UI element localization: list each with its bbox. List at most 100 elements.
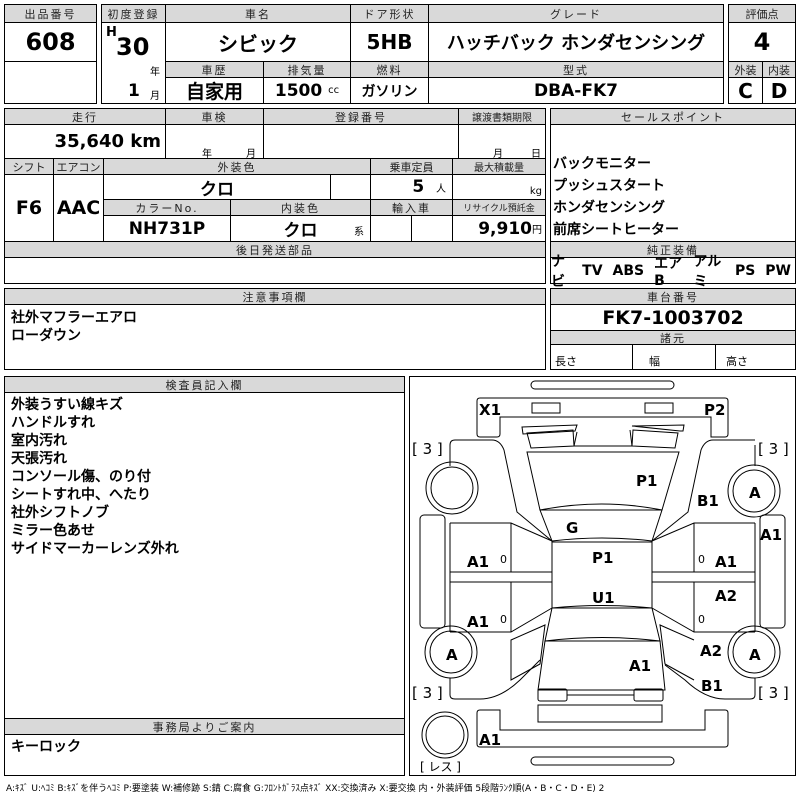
fuel-label: 燃料 — [350, 61, 429, 78]
capacity: 5 — [412, 177, 425, 197]
length-label: 長さ — [555, 355, 577, 368]
later-parts-cell — [4, 257, 546, 284]
door-label: ドア形状 — [350, 4, 429, 23]
transfer-label: 譲渡書類期限 — [458, 108, 546, 125]
right-doors — [651, 522, 756, 633]
displacement-label: 排気量 — [263, 61, 351, 78]
inspection-label: 車検 — [165, 108, 264, 125]
mileage: 35,640 km — [4, 124, 166, 159]
model-code: DBA-FK7 — [428, 77, 724, 104]
transfer-month-unit: 月 — [493, 149, 503, 160]
mark-glass: G — [566, 519, 578, 537]
import-cell-1 — [370, 215, 412, 242]
right-quarter — [659, 624, 695, 681]
left-quarter-window — [510, 624, 546, 681]
max-load-label: 最大積載量 — [452, 158, 546, 175]
roof — [551, 541, 653, 609]
tread-rf: [ 3 ] — [758, 440, 789, 458]
shift-label: シフト — [4, 158, 54, 175]
inspector-line: 外装うすい線キズ — [11, 397, 123, 413]
note-line: ローダウン — [11, 328, 81, 344]
capacity-label: 乗車定員 — [370, 158, 453, 175]
office-box: キーロック — [4, 734, 405, 776]
sales-point: 前席シートヒーター — [553, 222, 679, 238]
fog-lamp-right — [644, 402, 674, 414]
inspection-month-unit: 月 — [246, 149, 256, 160]
front-edge-bar — [530, 380, 675, 390]
sales-point: プッシュスタート — [553, 178, 665, 194]
equipment-list: ナビ TV ABS エアB アルミ PS PW — [550, 254, 796, 290]
mark-door-rf: A1 — [715, 553, 737, 571]
reg-year: 30 — [116, 33, 150, 61]
tail-lamp-right — [633, 688, 664, 702]
trunk — [537, 640, 666, 691]
int-color-label: 内装色 — [230, 199, 371, 216]
exterior-label: 外装 — [728, 61, 763, 78]
mark-b1-rear: B1 — [701, 677, 723, 695]
spec-label: 諸元 — [550, 330, 796, 345]
capacity-cell: 5 人 — [370, 174, 453, 200]
car-name-label: 車名 — [165, 4, 351, 23]
car-name: シビック — [165, 22, 351, 62]
recycle-unit: 円 — [532, 225, 542, 236]
car-diagram: X1 P2 P1 B1 A A1 G P1 U1 A1 0 A1 0 0 A1 … — [412, 380, 789, 774]
mark-door-lf: A1 — [467, 553, 489, 571]
tire-rr — [727, 625, 781, 679]
chassis-number: FK7-1003702 — [550, 304, 796, 331]
inspector-line: コンソール傷、のり付 — [11, 469, 151, 485]
era: H — [106, 25, 117, 40]
mark-roof-rear: U1 — [592, 589, 615, 607]
equipment-item: ABS — [612, 262, 645, 279]
mark-rear-bumper: A1 — [479, 731, 501, 749]
inspector-line: 天張汚れ — [11, 451, 67, 467]
sales-points-list: バックモニター プッシュスタート ホンダセンシング 前席シートヒーター — [550, 124, 796, 242]
sales-point: バックモニター — [553, 156, 651, 172]
ext-color: クロ — [103, 174, 331, 200]
left-rocker — [419, 514, 446, 629]
headlight-right-trim — [631, 424, 685, 432]
color-no-label: カラーNo. — [103, 199, 231, 216]
mark-trunk: A1 — [629, 657, 651, 675]
interior-grade: D — [762, 77, 796, 104]
equipment-item: PW — [765, 262, 791, 279]
int-color: クロ — [283, 221, 318, 241]
shift: F6 — [4, 174, 54, 242]
spare-tire — [421, 711, 469, 759]
ext-color-extra — [330, 174, 371, 200]
right-front-fender — [651, 439, 756, 542]
right-quarter-panel — [664, 664, 756, 700]
mark-x1: X1 — [479, 401, 501, 419]
legend: A:ｷｽﾞ U:ﾍｺﾐ B:ｷｽﾞを伴うﾍｺﾐ P:要塗装 W:補修跡 S:錆 … — [6, 784, 605, 794]
transfer-day-unit: 日 — [531, 149, 541, 160]
rear-panel — [537, 704, 663, 723]
mark-tire-lr: A — [446, 646, 458, 664]
transfer-cell: 月 日 — [458, 124, 546, 160]
width-label: 幅 — [649, 355, 660, 368]
month-unit: 月 — [150, 91, 160, 102]
headlight-left-trim — [521, 424, 578, 435]
spare-status: [ レス ] — [420, 760, 461, 774]
capacity-unit: 人 — [436, 183, 446, 195]
color-no: NH731P — [103, 215, 231, 242]
model-label: 型式 — [428, 61, 724, 78]
inspector-line: 社外シフトノブ — [11, 505, 109, 521]
office-label: 事務局よりご案内 — [4, 718, 405, 735]
mark-zero: 0 — [698, 553, 705, 566]
import-label: 輸入車 — [370, 199, 453, 216]
notes-label: 注意事項欄 — [4, 288, 546, 305]
lot-number-label: 出品番号 — [4, 4, 97, 23]
rear-window — [544, 605, 661, 642]
chassis-label: 車台番号 — [550, 288, 796, 305]
import-cell-2 — [411, 215, 453, 242]
fuel: ガソリン — [350, 77, 429, 104]
tread-lf: [ 3 ] — [412, 440, 443, 458]
sales-points-label: セールスポイント — [550, 108, 796, 125]
length-cell: 長さ — [550, 344, 633, 370]
right-rocker — [759, 514, 786, 629]
int-color-unit: 系 — [354, 227, 364, 238]
mark-zero: 0 — [500, 553, 507, 566]
mark-door-lr: A1 — [467, 613, 489, 631]
left-quarter-panel — [449, 659, 541, 700]
mark-p2: P2 — [704, 401, 725, 419]
first-reg-label: 初度登録 — [101, 4, 166, 23]
